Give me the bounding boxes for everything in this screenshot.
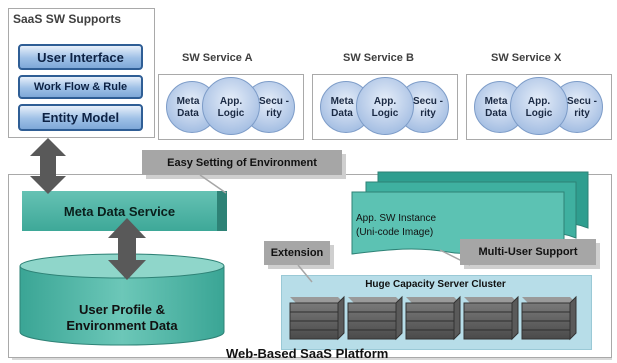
app-logic-label: App. Logic bbox=[217, 96, 245, 119]
app-instance-line2: (Uni-code Image) bbox=[356, 227, 434, 238]
supports-title: SaaS SW Supports bbox=[13, 12, 122, 26]
service-x-title: SW Service X bbox=[491, 52, 562, 64]
double-arrow-meta-to-db bbox=[108, 218, 146, 280]
entity-model-box: Entity Model bbox=[18, 104, 143, 131]
user-interface-box: User Interface bbox=[18, 44, 143, 70]
meta-data-label: Meta Data bbox=[484, 96, 508, 119]
service-b-title: SW Service B bbox=[343, 52, 414, 64]
app-logic-circle bbox=[356, 77, 414, 135]
multi-user-label: Multi-User Support bbox=[460, 239, 596, 265]
database-label-line2: Environment Data bbox=[66, 318, 178, 333]
server-icon bbox=[463, 295, 519, 341]
server-icon bbox=[521, 295, 577, 341]
app-instance-label: App. SW Instance (Uni-code Image) bbox=[356, 212, 436, 240]
platform-footer-label: Web-Based SaaS Platform bbox=[226, 346, 389, 361]
database-label-line1: User Profile & bbox=[79, 302, 165, 317]
database-cylinder bbox=[19, 253, 225, 346]
server-icon bbox=[289, 295, 345, 341]
service-a-title: SW Service A bbox=[182, 52, 253, 64]
meta-data-label: Meta Data bbox=[176, 96, 200, 119]
easy-setting-label: Easy Setting of Environment bbox=[142, 150, 342, 175]
app-instance-stack bbox=[351, 171, 589, 255]
server-racks bbox=[289, 295, 577, 341]
app-logic-label: App. Logic bbox=[525, 96, 553, 119]
app-instance-line1: App. SW Instance bbox=[356, 213, 437, 224]
service-x-box: Meta Data App. Logic Secu -rity bbox=[466, 74, 612, 140]
server-icon bbox=[405, 295, 461, 341]
security-label: Secu -rity bbox=[566, 96, 597, 119]
service-a-box: Meta Data App. Logic Secu -rity bbox=[158, 74, 304, 140]
database-label: User Profile & Environment Data bbox=[18, 302, 226, 334]
app-logic-label: App. Logic bbox=[371, 96, 399, 119]
app-logic-circle bbox=[202, 77, 260, 135]
app-logic-circle bbox=[510, 77, 568, 135]
workflow-rule-box: Work Flow & Rule bbox=[18, 75, 143, 99]
double-arrow-supports-to-meta bbox=[30, 138, 66, 194]
saas-supports-panel: SaaS SW Supports User Interface Work Flo… bbox=[8, 8, 155, 138]
security-label: Secu -rity bbox=[258, 96, 289, 119]
meta-data-label: Meta Data bbox=[330, 96, 354, 119]
service-b-box: Meta Data App. Logic Secu -rity bbox=[312, 74, 458, 140]
server-cluster-title: Huge Capacity Server Cluster bbox=[365, 279, 506, 290]
extension-label: Extension bbox=[264, 241, 330, 265]
server-icon bbox=[347, 295, 403, 341]
security-label: Secu -rity bbox=[412, 96, 443, 119]
